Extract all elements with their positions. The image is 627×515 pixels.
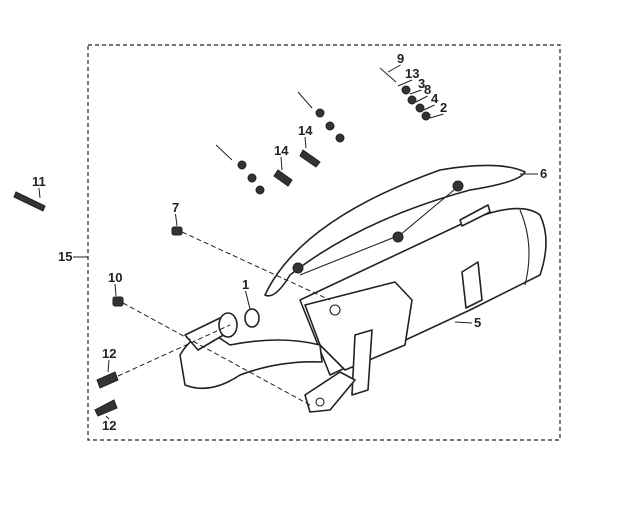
callout-label-14b: 14 [274,143,289,158]
callout-label-4: 4 [431,91,439,106]
callout-leader-12b [105,415,110,420]
callout-leader-11 [38,187,41,199]
callout-label-12b: 12 [102,418,116,433]
callout-leader-13 [397,79,413,87]
assembly-line [122,302,311,406]
assembly-boundary [87,44,561,441]
callout-label-9: 9 [397,51,404,66]
callout-leader-4 [423,104,435,111]
callout-leader-8 [415,95,428,103]
callout-leader-14a [304,136,307,149]
callout-leader-14b [280,156,283,171]
callout-label-8: 8 [424,82,431,97]
callout-label-2: 2 [440,100,447,115]
callout-leader-3 [409,89,422,95]
callout-label-3: 3 [418,76,425,91]
callout-label-13: 13 [405,66,419,81]
callout-label-5: 5 [474,315,481,330]
assembly-line [181,231,331,301]
callout-label-6: 6 [540,166,547,181]
gasket-part-1 [244,308,260,328]
assembly-line [117,324,231,377]
callout-leader-9 [387,64,401,73]
callout-leader-7 [175,213,178,227]
callout-leader-5 [454,321,473,324]
callout-label-1: 1 [242,277,249,292]
callout-leader-2 [429,113,444,119]
callout-leader-12a [107,359,110,373]
callout-label-12a: 12 [102,346,116,361]
callout-label-7: 7 [172,200,179,215]
muffler-part-5 [299,207,547,413]
callout-label-14a: 14 [298,123,313,138]
fasteners [13,67,431,417]
callout-label-15: 15 [58,249,72,264]
callout-leader-1 [245,290,251,310]
exhaust-pipe [179,312,323,390]
callout-leader-10 [114,283,117,297]
callout-label-11: 11 [32,174,46,189]
muffler-guard-part-6 [264,164,526,297]
callout-label-10: 10 [108,270,122,285]
